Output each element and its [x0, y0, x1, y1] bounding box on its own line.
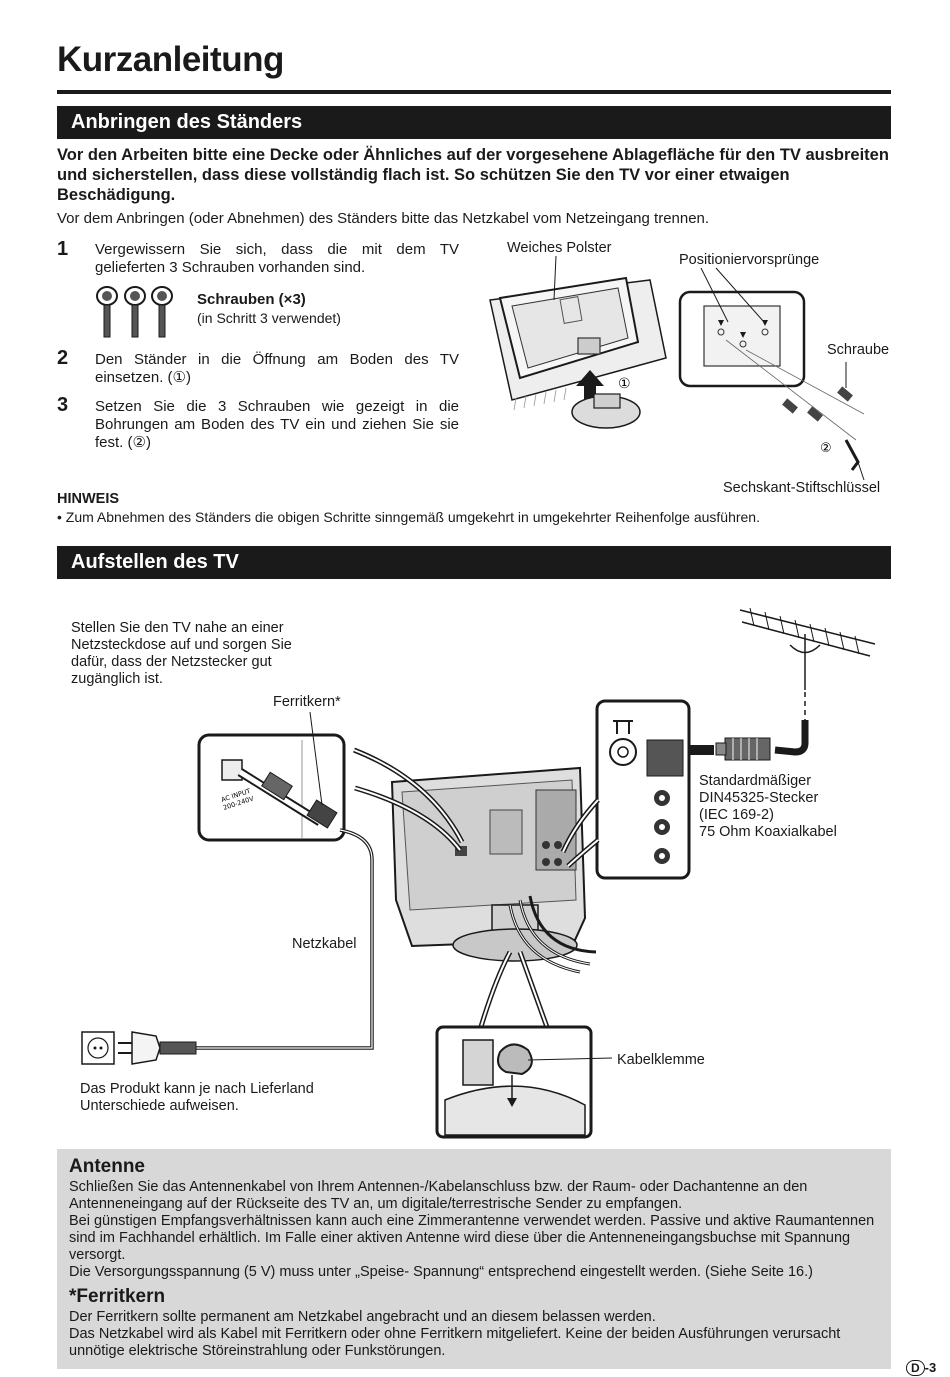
label-positioning-tabs: Positioniervorsprünge	[679, 252, 820, 268]
tv-rear	[390, 766, 597, 974]
cable-clamp-icon	[497, 1043, 533, 1076]
label-ferrite-core: Ferritkern*	[273, 694, 341, 710]
label-hex-key: Sechskant-Stiftschlüssel	[723, 480, 881, 496]
stand-intro-warning: Vor den Arbeiten bitte eine Decke oder Ä…	[57, 146, 889, 204]
stand-intro-note: Vor dem Anbringen (oder Abnehmen) des St…	[57, 210, 710, 227]
step-text: Den Ständer in die Öffnung am Boden des …	[95, 351, 459, 386]
step-number: 3	[57, 394, 69, 416]
hex-key-icon	[844, 439, 860, 471]
screw-icon	[124, 286, 146, 338]
label-coax-line: DIN45325-Stecker	[699, 790, 819, 806]
label-screw: Schraube	[827, 342, 890, 358]
power-plug-icon	[118, 1031, 197, 1065]
note-text: • Zum Abnehmen des Ständers die obigen S…	[57, 509, 760, 525]
ferrite-heading: *Ferritkern	[69, 1286, 166, 1307]
antenna-paragraph: Die Versorgungsspannung (5 V) muss unter…	[69, 1264, 813, 1280]
label-coax-line: Standardmäßiger	[699, 773, 812, 789]
page-letter: D	[906, 1360, 925, 1376]
antenna-input-detail	[595, 699, 691, 880]
screw-icon	[96, 286, 118, 338]
step-number: 2	[57, 347, 69, 369]
screw-icon	[151, 286, 173, 338]
antenna-paragraph: Bei günstigen Empfangsverhältnissen kann…	[69, 1213, 875, 1263]
step-text: Vergewissern Sie sich, dass die mit dem …	[95, 241, 459, 276]
antenna-paragraph: Schließen Sie das Antennenkabel von Ihre…	[69, 1179, 808, 1212]
section-heading-stand: Anbringen des Ständers	[57, 106, 891, 139]
note-heading: HINWEIS	[57, 491, 120, 507]
antenna-heading: Antenne	[69, 1156, 145, 1177]
wall-outlet-icon	[81, 1031, 115, 1065]
label-soft-pad: Weiches Polster	[507, 240, 612, 256]
antenna-symbol-icon	[613, 720, 633, 734]
ferrite-paragraph: Das Netzkabel wird als Kabel mit Ferritk…	[69, 1326, 841, 1359]
label-power-cable: Netzkabel	[292, 936, 357, 952]
screw-icon	[782, 386, 853, 422]
screws-note: (in Schritt 3 verwendet)	[197, 310, 341, 326]
coax-plug-icon	[715, 737, 771, 761]
svg-text:①: ①	[618, 376, 631, 392]
antenna-icon	[739, 607, 876, 720]
screws-label: Schrauben (×3)	[197, 291, 306, 308]
step-number: 1	[57, 238, 69, 260]
tv-setup-figure: AC INPUT 200-240V	[81, 607, 876, 1139]
label-cable-clamp: Kabelklemme	[617, 1052, 705, 1068]
placement-note: Stellen Sie den TV nahe an einer Netzste…	[71, 620, 292, 687]
step-text: Setzen Sie die 3 Schrauben wie gezeigt i…	[95, 398, 459, 451]
insert-arrow-icon	[576, 370, 604, 400]
ferrite-paragraph: Der Ferritkern sollte permanent am Netzk…	[69, 1309, 656, 1325]
section-heading-setup: Aufstellen des TV	[57, 546, 891, 579]
stand-mounting-figure: ① ②	[489, 255, 865, 481]
info-box: Antenne Schließen Sie das Antennenkabel …	[57, 1149, 891, 1369]
svg-text:②: ②	[820, 441, 832, 456]
plug-note: Das Produkt kann je nach Lieferland Unte…	[80, 1081, 314, 1114]
page-number: D-3	[906, 1360, 936, 1376]
page-number-value: -3	[924, 1360, 937, 1375]
title-rule	[57, 90, 891, 94]
label-coax-line: (IEC 169-2)	[699, 807, 774, 823]
screws-illustration	[96, 286, 173, 338]
page-title: Kurzanleitung	[57, 40, 284, 79]
ferrite-core-icon	[237, 768, 338, 829]
label-coax-line: 75 Ohm Koaxialkabel	[699, 824, 837, 840]
